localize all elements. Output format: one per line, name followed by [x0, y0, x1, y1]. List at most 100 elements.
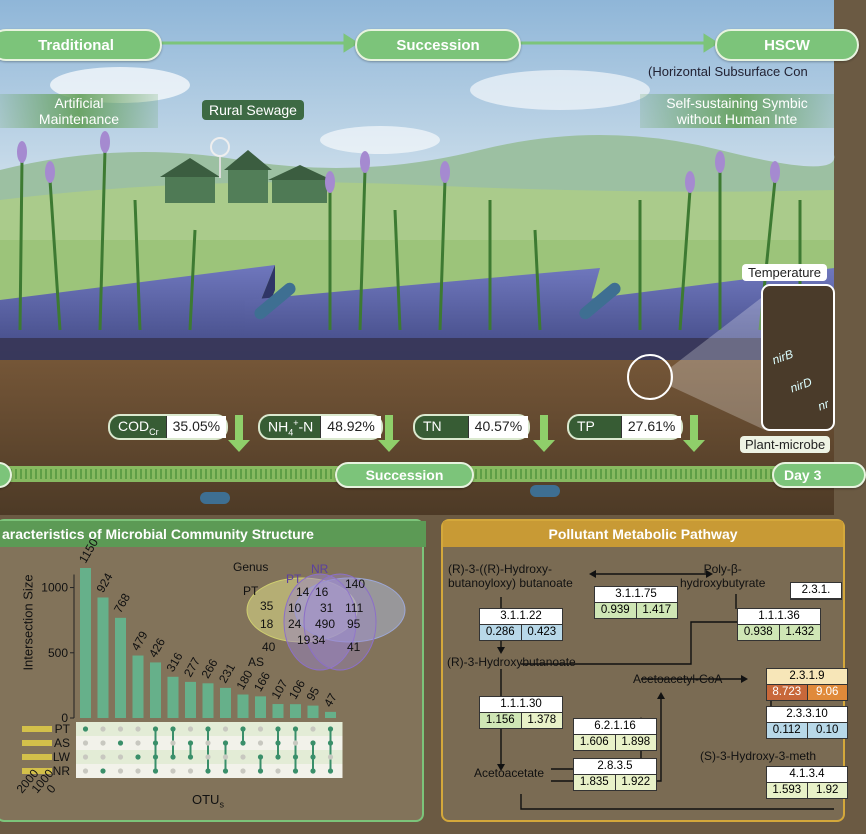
- enzyme-1-1-1-30-id: 1.1.1.30: [480, 697, 562, 713]
- matrix-dot: [117, 740, 124, 746]
- metric-nh4-sup: +: [293, 418, 299, 428]
- venn-diagram: [246, 573, 406, 671]
- matrix-dot: [240, 740, 246, 746]
- venn-set-as: [283, 573, 357, 671]
- matrix-dot: [187, 740, 194, 746]
- matrix-dot: [205, 754, 211, 760]
- enzyme-3-1-1-75-v2: 1.417: [635, 603, 677, 618]
- enzyme-2-8-3-5-v2: 1.922: [614, 775, 656, 790]
- matrix-dot: [82, 768, 89, 774]
- venn-n-40: 40: [262, 640, 276, 654]
- matrix-dot: [100, 740, 106, 746]
- set-size-bar: [22, 740, 52, 746]
- matrix-dot: [222, 754, 229, 760]
- bar: [132, 655, 144, 718]
- matrix-dot: [292, 754, 299, 760]
- matrix-dot: [275, 726, 281, 732]
- metric-nh4-sub: 4: [288, 427, 294, 438]
- matrix-dot: [257, 740, 264, 746]
- bar: [185, 681, 196, 718]
- matrix-dot: [222, 740, 229, 746]
- matrix-dot: [117, 726, 124, 732]
- enzyme-3-1-1-75-id: 3.1.1.75: [595, 587, 677, 603]
- venn-n-19: 19: [297, 633, 311, 647]
- rural-sewage-label: Rural Sewage: [202, 100, 304, 120]
- matrix-dot: [205, 740, 211, 746]
- matrix-dot: [310, 726, 316, 732]
- cloud: [470, 70, 650, 110]
- matrix-dot: [257, 754, 264, 760]
- matrix-dot: [327, 754, 334, 760]
- set-label: LW: [53, 750, 71, 764]
- pipe: [200, 492, 230, 504]
- set-label: NR: [53, 764, 71, 778]
- compound-c1-line1: (R)-3-((R)-Hydroxy-: [448, 562, 552, 576]
- compound-c2-line2: hydroxybutyrate: [680, 576, 766, 590]
- plants: [18, 149, 802, 331]
- bar: [272, 704, 284, 718]
- stage-hscw-label: HSCW: [764, 36, 810, 54]
- microbial-panel-title: aracteristics of Microbial Community Str…: [0, 521, 426, 547]
- matrix-dot: [327, 726, 334, 732]
- matrix-dot: [222, 768, 229, 774]
- metric-cod: CODCr 35.05%: [108, 414, 229, 440]
- venn-n-10: 10: [288, 601, 302, 615]
- bar: [97, 597, 109, 718]
- root-zoom-circle: [627, 354, 673, 400]
- venn-n-35: 35: [260, 599, 274, 613]
- matrix-dot: [135, 740, 141, 746]
- pathway-panel-title: Pollutant Metabolic Pathway: [443, 521, 843, 547]
- matrix-dot: [310, 768, 316, 774]
- stage-hscw: HSCW: [715, 29, 859, 61]
- metric-nh4: NH4+-N 48.92%: [258, 414, 383, 440]
- stage-succession-label: Succession: [396, 36, 480, 54]
- upset-xlabel-sub: s: [219, 799, 224, 810]
- hscw-full-name: (Horizontal Subsurface Con: [648, 64, 808, 79]
- venn-n-16: 16: [315, 585, 329, 599]
- metric-nh4-name: NH: [268, 418, 289, 435]
- matrix-dot: [117, 754, 124, 760]
- enzyme-2-3-1-9-v1: 8.723: [767, 685, 807, 700]
- matrix-dot: [100, 768, 106, 774]
- left-banner-line1: Artificial: [54, 95, 104, 111]
- compound-hydroxybutanoyloxy: (R)-3-((R)-Hydroxy-butanoyloxy) butanoat…: [448, 562, 573, 590]
- enzyme-2-3-3-10-id: 2.3.3.10: [767, 707, 847, 723]
- succession-bar-text: Succession: [365, 467, 444, 483]
- stage-arrows: [160, 33, 719, 53]
- matrix-dot: [117, 768, 124, 774]
- matrix-dot: [100, 726, 106, 732]
- metric-tn-label: TN: [423, 418, 442, 434]
- matrix-dot: [100, 754, 106, 760]
- compound-hydroxybutanoate: (R)-3-Hydroxybutanoate: [447, 655, 576, 669]
- matrix-dot: [187, 754, 194, 760]
- bar-value-label: 95: [303, 684, 322, 703]
- venn-n-34: 34: [312, 633, 326, 647]
- bar: [290, 704, 301, 718]
- venn-set-pt: [246, 577, 358, 643]
- matrix-dot: [135, 726, 141, 732]
- enzyme-2-8-3-5-id: 2.8.3.5: [574, 759, 656, 775]
- enzyme-2-3-1-9-v2: 9.06: [806, 685, 847, 700]
- enzyme-2-3-1-id: 2.3.1.: [791, 583, 841, 599]
- upset-ylabel: Intersection Size: [20, 574, 36, 671]
- compound-hydroxy-methyl: (S)-3-Hydroxy-3-meth: [700, 749, 817, 763]
- matrix-dot: [257, 726, 264, 732]
- matrix-dot: [82, 754, 89, 760]
- metric-cod-sub: Cr: [149, 426, 159, 437]
- bar: [237, 694, 249, 718]
- matrix-dot: [257, 768, 264, 774]
- venn-n-490: 490: [315, 617, 336, 631]
- venn-n-140: 140: [345, 577, 366, 591]
- metric-nh4-label: NH4+-N: [260, 416, 320, 438]
- matrix-dot: [170, 740, 176, 746]
- stage-traditional: Traditional: [0, 29, 162, 61]
- upset-xlabel: OTUs: [192, 792, 224, 810]
- enzyme-3-1-1-75-v1: 0.939: [595, 603, 636, 618]
- metric-tp: TP 27.61%: [567, 414, 684, 440]
- matrix-dot: [222, 726, 229, 732]
- bar: [307, 705, 319, 718]
- matrix-dot: [170, 768, 176, 774]
- enzyme-3-1-1-22-v1: 0.286: [480, 625, 521, 640]
- upset-plot: 0500100011509247684794263162772662311801…: [14, 536, 343, 796]
